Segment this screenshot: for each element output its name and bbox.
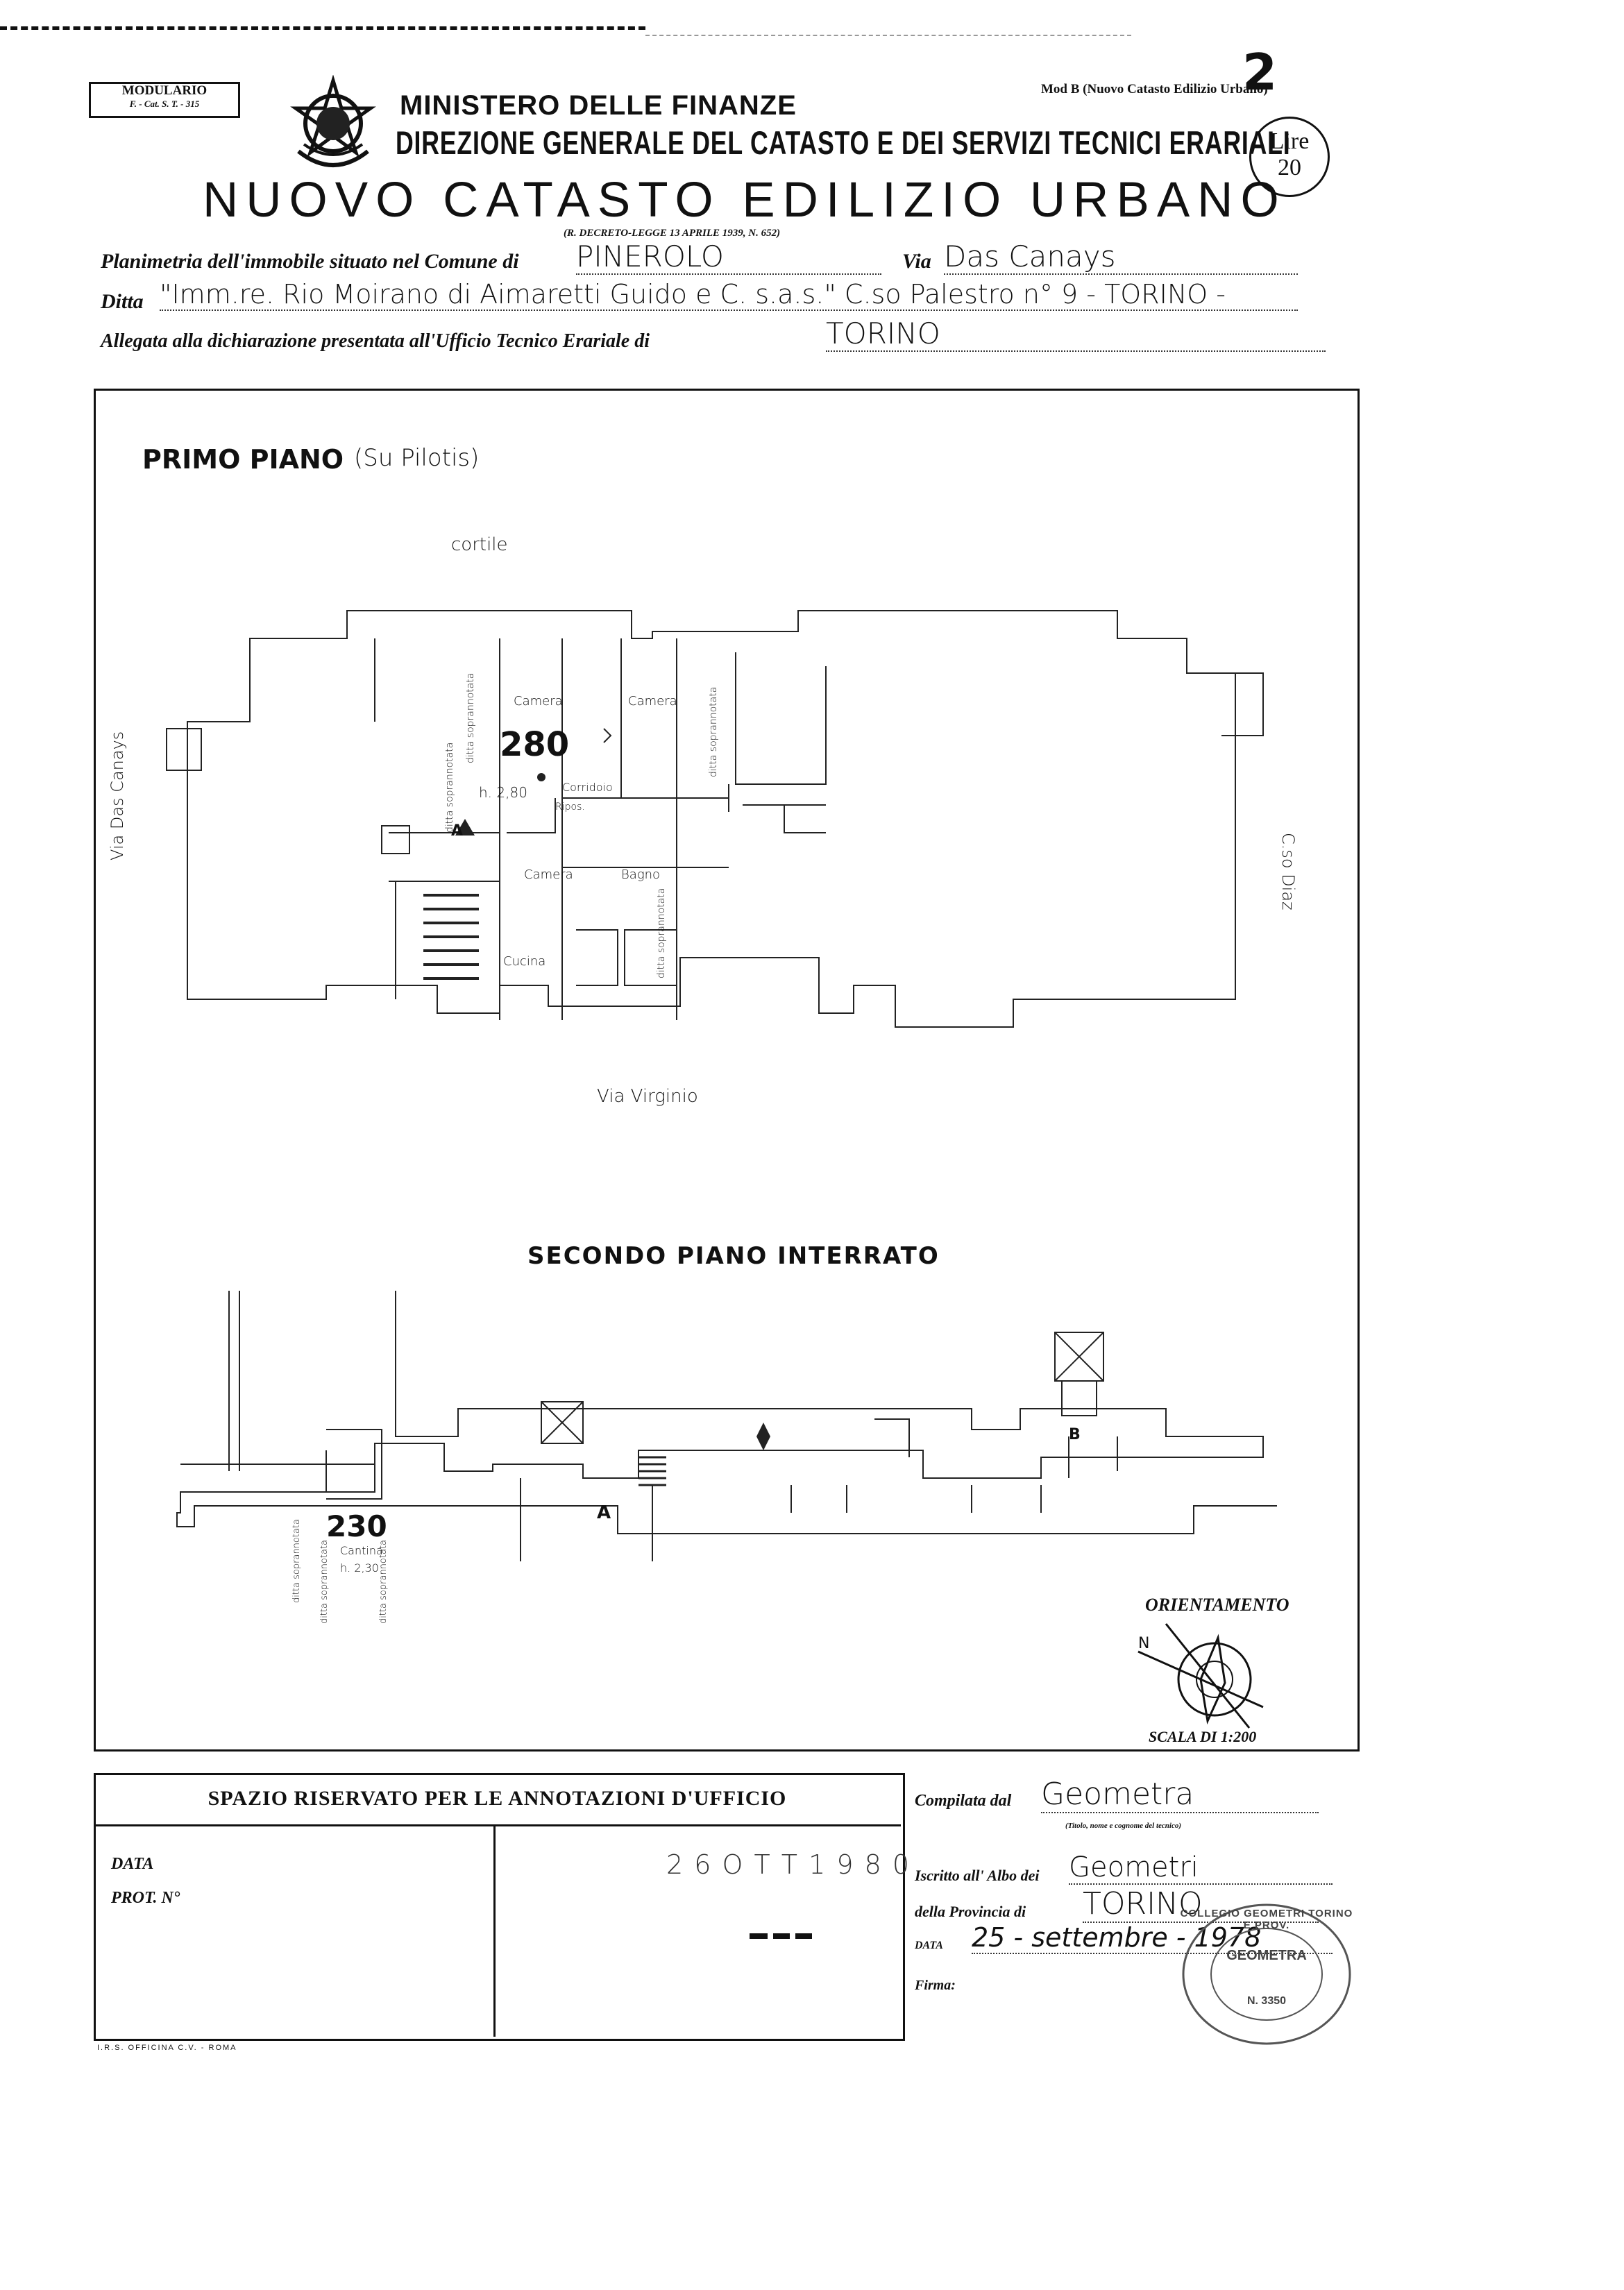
- document-title: NUOVO CATASTO EDILIZIO URBANO: [203, 173, 1287, 228]
- compilata-hint: (Titolo, nome e cognome del tecnico): [1065, 1822, 1181, 1830]
- lower-neighbor-1: ditta soprannotata: [291, 1518, 302, 1603]
- provincia-field: TORINO: [1083, 1886, 1319, 1923]
- lower-floor-plan: [176, 1291, 1277, 1561]
- room-label-cucina: Cucina: [503, 954, 546, 969]
- room-label-bagno: Bagno: [621, 867, 661, 882]
- cortile-label: cortile: [451, 534, 508, 555]
- lower-height-mark: 230: [326, 1509, 387, 1543]
- upper-height-label: h. 2,80: [479, 784, 527, 801]
- modulario-line1: MODULARIO: [121, 83, 208, 98]
- compilata-field: Geometra: [1041, 1776, 1319, 1813]
- firma-label: Firma:: [915, 1978, 956, 1993]
- orientation-label: ORIENTAMENTO: [1145, 1595, 1289, 1615]
- scale-label: SCALA DI 1:200: [1149, 1728, 1257, 1745]
- compilata-label: Compilata dal: [915, 1792, 1012, 1810]
- upper-stair-a: A: [451, 822, 464, 840]
- room-label-camera-3: Camera: [524, 867, 573, 882]
- neighbor-label-2: ditta soprannotata: [465, 672, 476, 763]
- state-emblem-icon: [290, 75, 376, 167]
- lower-neighbor-2: ditta soprannotata: [319, 1539, 330, 1624]
- lower-stair-b: B: [1069, 1426, 1081, 1443]
- comune-field: PINEROLO: [576, 239, 881, 275]
- room-label-camera-1: Camera: [514, 694, 563, 709]
- lower-neighbor-3: ditta soprannotata: [378, 1539, 389, 1624]
- office-received-stamp: 2 6 O T T 1 9 8 0: [666, 1849, 911, 1880]
- upper-floor-plan: [166, 610, 1264, 1028]
- top-border-dashes: [0, 26, 645, 30]
- iscritto-label: Iscritto all' Albo dei: [915, 1867, 1040, 1884]
- ministry-name: MINISTERO DELLE FINANZE: [400, 90, 797, 121]
- office-prot-label: PROT. N°: [111, 1889, 180, 1907]
- upper-height-mark: 280: [500, 725, 570, 764]
- compiler-date-label: DATA: [915, 1940, 943, 1951]
- compiler-date-field: 25 - settembre - 1978: [972, 1922, 1333, 1954]
- office-date-label: DATA: [111, 1855, 154, 1873]
- stamp-line2: 20: [1278, 155, 1301, 180]
- via-label: Via: [902, 250, 931, 273]
- planimetria-label: Planimetria dell'immobile situato nel Co…: [101, 250, 519, 273]
- seal-inner-text: GEOMETRA: [1226, 1948, 1307, 1963]
- via-field: Das Canays: [944, 239, 1298, 275]
- via-right-label: C.so Diaz: [1278, 833, 1298, 910]
- upper-plan-title: PRIMO PIANO: [142, 444, 344, 475]
- printer-credit: I.R.S. OFFICINA C.V. - ROMA: [97, 2044, 237, 2052]
- lower-height-label: h. 2,30: [340, 1561, 379, 1575]
- via-left-label: Via Das Canays: [108, 731, 127, 860]
- directorate-name: DIREZIONE GENERALE DEL CATASTO E DEI SER…: [396, 124, 1291, 161]
- top-border-dashes-faint: [645, 35, 1131, 36]
- modulario-line2: F. - Cat. S. T. - 315: [129, 99, 200, 109]
- office-box-divider: [493, 1824, 496, 2037]
- seal-ring-icon: [1182, 1903, 1351, 2045]
- neighbor-label-1: ditta soprannotata: [444, 742, 455, 833]
- ufficio-field: TORINO: [826, 316, 1326, 352]
- compass-rose-icon: N: [1137, 1623, 1264, 1729]
- office-annotations-box: [94, 1773, 905, 2041]
- model-label: Mod B (Nuovo Catasto Edilizio Urbano): [1041, 82, 1268, 96]
- room-label-ripost: Ripos.: [555, 802, 585, 813]
- upper-plan-subtitle: (Su Pilotis): [354, 444, 480, 472]
- lower-plan-title: SECONDO PIANO INTERRATO: [527, 1242, 940, 1270]
- revenue-stamp: Lire 20: [1249, 117, 1330, 197]
- office-stamp-mark-icon: [750, 1933, 812, 1939]
- seal-outer-text: COLLEGIO GEOMETRI TORINO E PROV.: [1180, 1908, 1353, 1931]
- neighbor-label-3: ditta soprannotata: [708, 686, 719, 777]
- ditta-field: "Imm.re. Rio Moirano di Aimaretti Guido …: [160, 279, 1298, 311]
- svg-text:N: N: [1138, 1635, 1149, 1652]
- office-annotations-heading: SPAZIO RISERVATO PER LE ANNOTAZIONI D'UF…: [94, 1773, 901, 1826]
- decree-reference: (R. DECRETO-LEGGE 13 APRILE 1939, N. 652…: [564, 228, 781, 239]
- seal-number: N. 3350: [1246, 1995, 1287, 2007]
- lower-stair-a: A: [597, 1502, 611, 1523]
- room-label-camera-2: Camera: [628, 694, 677, 709]
- document-number: 2: [1242, 43, 1278, 101]
- neighbor-label-4: ditta soprannotata: [656, 888, 667, 978]
- allegata-label: Allegata alla dichiarazione presentata a…: [101, 330, 650, 352]
- provincia-label: della Provincia di: [915, 1903, 1026, 1920]
- stamp-line1: Lire: [1269, 128, 1310, 154]
- room-label-corridoio: Corridoio: [562, 781, 613, 794]
- ditta-label: Ditta: [101, 290, 144, 313]
- professional-seal: COLLEGIO GEOMETRI TORINO E PROV. GEOMETR…: [1176, 1898, 1357, 2051]
- modulario-box: MODULARIO F. - Cat. S. T. - 315: [89, 82, 240, 118]
- iscritto-field: Geometri: [1069, 1851, 1333, 1885]
- lower-room-cantina: Cantina: [340, 1544, 383, 1557]
- plans-frame: [94, 389, 1360, 1752]
- via-bottom-label: Via Virginio: [597, 1086, 698, 1107]
